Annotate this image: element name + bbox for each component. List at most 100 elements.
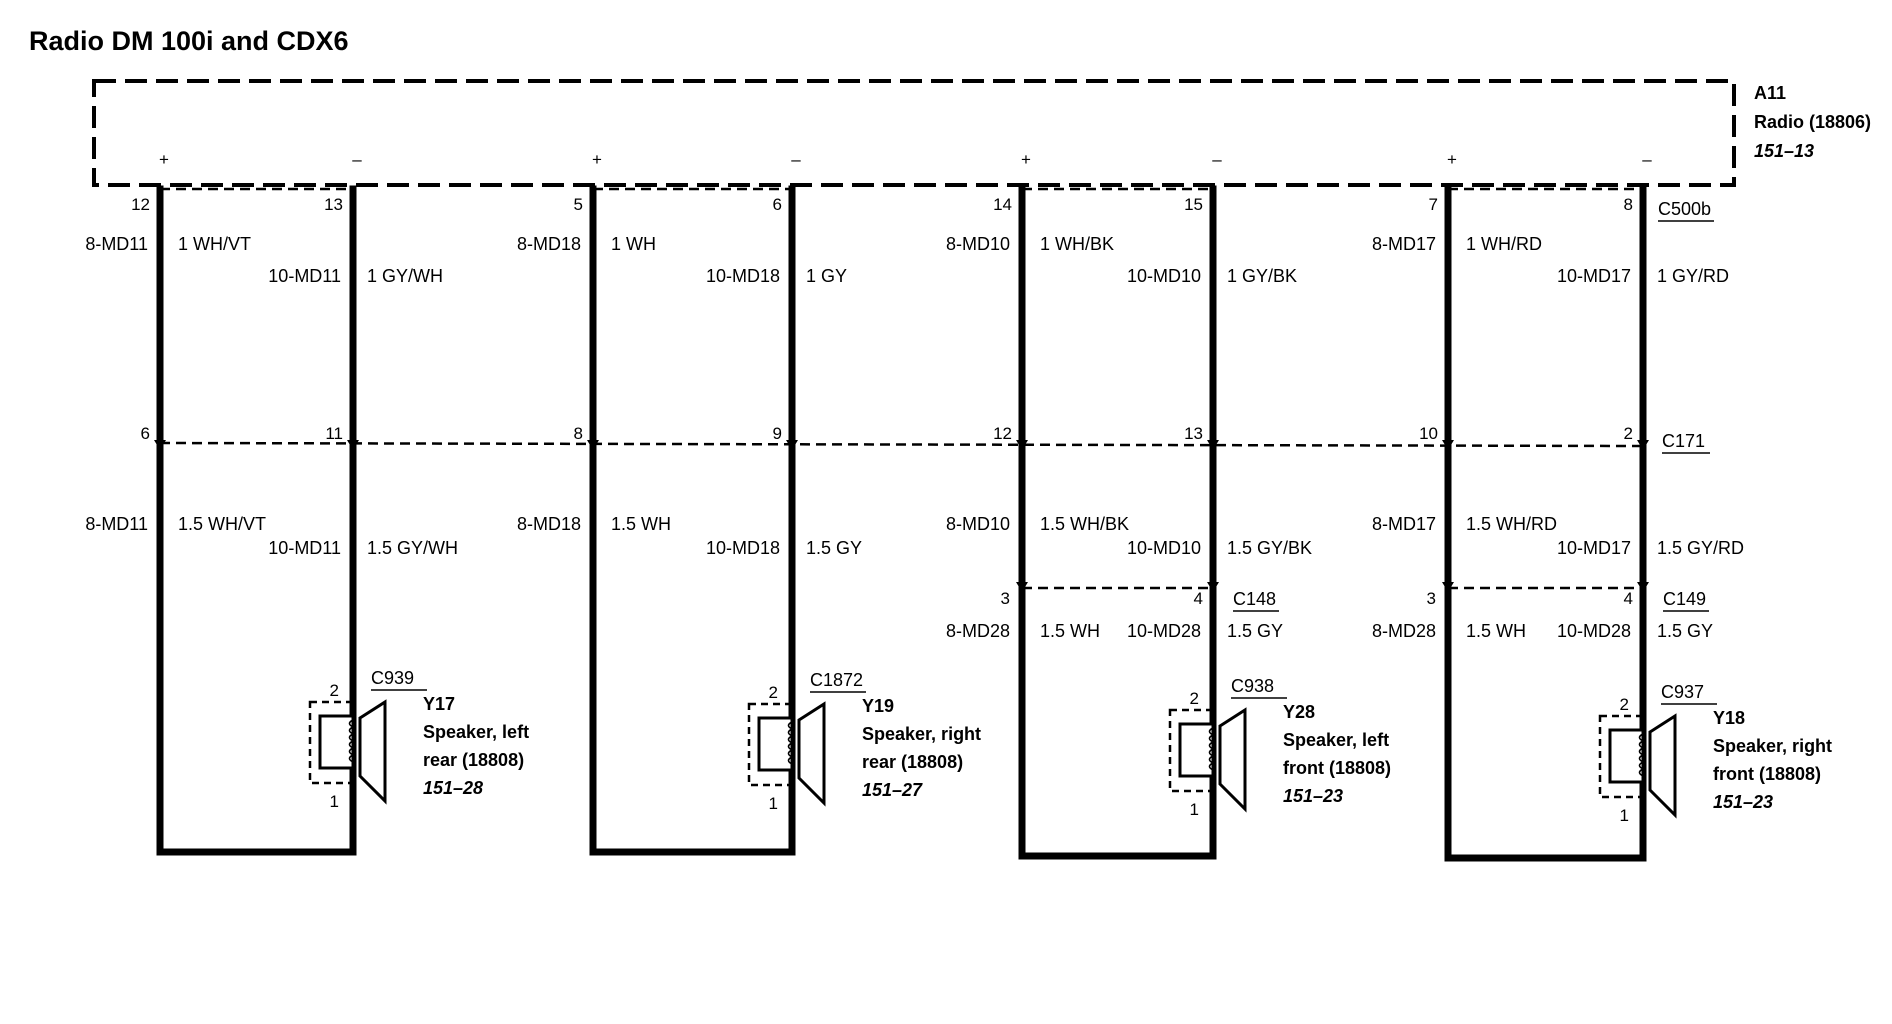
wire-color-label: 1.5 GY [806,538,862,558]
speaker-icon [1598,713,1677,819]
connector-arrow [1637,582,1649,592]
speaker-name: Speaker, right [862,724,981,744]
speaker-name: rear (18808) [423,750,524,770]
circuit-label: 8-MD17 [1372,514,1436,534]
wire-loop [156,185,357,856]
circuit-label: 8-MD18 [517,514,581,534]
wire-color-label: 1.5 WH [1040,621,1100,641]
connector-arrow [1016,582,1028,592]
circuit-label: 10-MD17 [1557,538,1631,558]
wire-color-label: 1 WH/RD [1466,234,1542,254]
speaker-icon [308,699,387,805]
speaker-shield [308,700,354,785]
wire-color-label: 1.5 WH/VT [178,514,266,534]
speaker-cone [1648,713,1677,819]
wire-color-label: 1.5 GY [1657,621,1713,641]
wire-color-label: 1 GY/WH [367,266,443,286]
wire-color-label: 1.5 GY [1227,621,1283,641]
pin-number: 8 [574,424,583,443]
speaker-shield [1598,714,1644,799]
speaker-magnet [757,716,794,772]
pin-number: 6 [773,195,782,214]
pin-number: 1 [1620,806,1629,825]
page-title: Radio DM 100i and CDX6 [29,26,349,56]
wire-loop [1018,185,1217,860]
circuit-label: 10-MD28 [1557,621,1631,641]
connector-arrow [587,440,599,450]
circuit-label: 8-MD28 [946,621,1010,641]
speaker-icon [747,701,826,807]
pin-number: 4 [1624,589,1633,608]
circuit-label: 8-MD11 [85,234,148,254]
pin-number: 3 [1001,589,1010,608]
speaker-name: rear (18808) [862,752,963,772]
pin-number: 13 [1184,424,1203,443]
circuit-label: 10-MD10 [1127,538,1201,558]
speaker-id: Y28 [1283,702,1315,722]
speaker-cone [797,701,826,807]
module-connector-label: C500b [1658,199,1711,219]
circuit-label: 8-MD28 [1372,621,1436,641]
circuit-label: 8-MD10 [946,514,1010,534]
pin-number: 2 [1190,689,1199,708]
wire-color-label: 1 WH/BK [1040,234,1114,254]
wire-color-label: 1.5 GY/RD [1657,538,1744,558]
c171-connector-label: C171 [1662,431,1705,451]
wire-color-label: 1.5 WH/RD [1466,514,1557,534]
wire-color-label: 1.5 WH [1466,621,1526,641]
speaker-name: Speaker, left [423,722,529,742]
speaker-name: front (18808) [1283,758,1391,778]
pin-number: 2 [1620,695,1629,714]
speaker-id: Y19 [862,696,894,716]
radio-module-box [92,79,1736,187]
minus-sign: – [1642,150,1652,169]
circuit-label: 8-MD11 [85,514,148,534]
wire-color-label: 1.5 WH [611,514,671,534]
speaker-id: Y18 [1713,708,1745,728]
speaker-magnet [318,714,355,770]
pin-number: 13 [324,195,343,214]
pin-number: 1 [1190,800,1199,819]
speaker-shield [747,702,793,787]
pin-number: 11 [325,424,343,443]
speaker-page-ref: 151–28 [423,778,483,798]
circuit-label: 8-MD17 [1372,234,1436,254]
pin-number: 12 [131,195,150,214]
wire-color-label: 1 GY/BK [1227,266,1297,286]
pin-number: 3 [1427,589,1436,608]
plus-sign: + [1021,150,1031,169]
circuit-label: 8-MD18 [517,234,581,254]
speaker-name: Speaker, left [1283,730,1389,750]
wire-color-label: 1 WH [611,234,656,254]
c171-connector-line [159,441,1641,448]
circuit-label: 10-MD18 [706,266,780,286]
connector-arrow [786,440,798,450]
module-page-ref: 151–13 [1754,141,1814,161]
pin-number: 15 [1184,195,1203,214]
speaker-coil [1208,727,1215,771]
speaker-name: front (18808) [1713,764,1821,784]
wire-color-label: 1 GY/RD [1657,266,1729,286]
circuit-label: 8-MD10 [946,234,1010,254]
speaker-coil [787,721,794,765]
connector-arrow [1207,440,1219,450]
speaker-connector-label: C938 [1231,676,1274,696]
plus-sign: + [1447,150,1457,169]
speaker-page-ref: 151–23 [1713,792,1773,812]
speaker-magnet [1608,728,1645,784]
wire-color-label: 1 GY [806,266,847,286]
circuit-label: 10-MD11 [268,266,341,286]
circuit-label: 10-MD17 [1557,266,1631,286]
speaker-connector-label: C1872 [810,670,863,690]
speaker-connector-label: C937 [1661,682,1704,702]
connector-arrow [1637,440,1649,450]
speaker-coil [1638,733,1645,777]
inline-connector-label: C149 [1663,589,1706,609]
connector-arrow [154,440,166,450]
pin-number: 9 [773,424,782,443]
connector-arrow [1016,440,1028,450]
pin-number: 2 [769,683,778,702]
minus-sign: – [1212,150,1222,169]
wire-color-label: 1.5 WH/BK [1040,514,1129,534]
